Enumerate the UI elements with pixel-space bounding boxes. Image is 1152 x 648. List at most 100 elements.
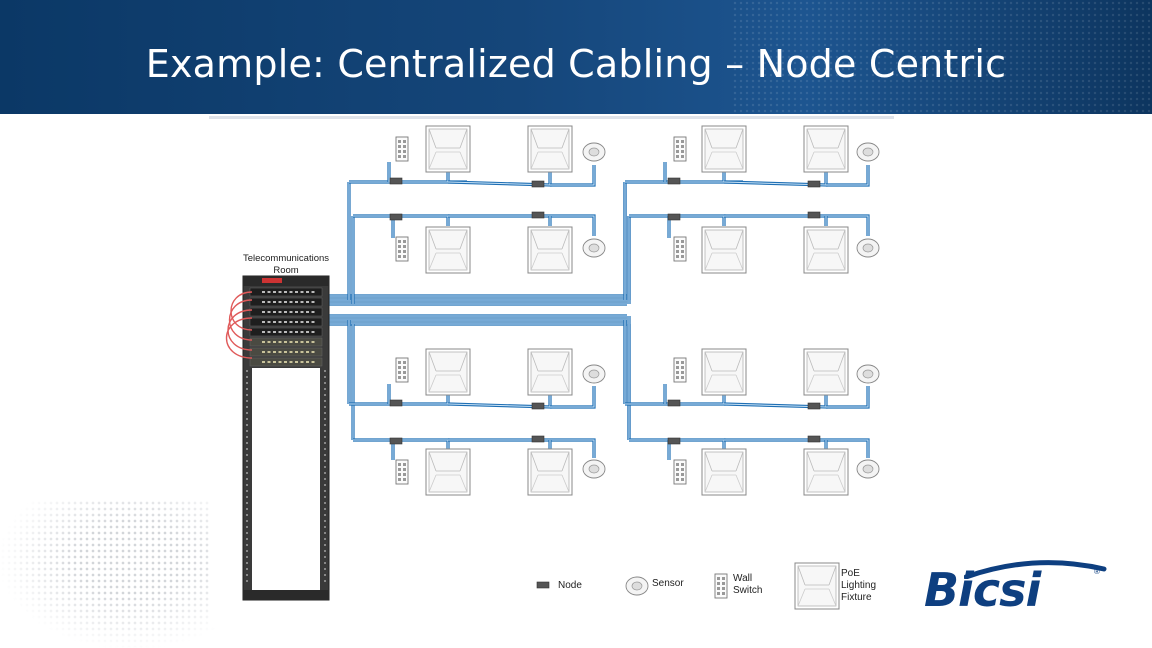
bicsi-logo: Bicsi ® (924, 560, 1107, 615)
switch-key (398, 250, 401, 253)
poe-lighting-fixture-icon (701, 448, 747, 496)
rack-port (311, 341, 315, 343)
rack-rail-hole (246, 520, 248, 522)
rack-rail-hole (246, 526, 248, 528)
switch-key (403, 155, 406, 158)
rack-top-cap (243, 276, 329, 286)
poe-lighting-fixture-icon (425, 125, 471, 173)
switch-key (403, 245, 406, 248)
switch-key (717, 582, 720, 585)
switch-key (681, 478, 684, 481)
poe-lighting-fixture-icon (803, 125, 849, 173)
rack-rail-hole (246, 568, 248, 570)
switch-key (398, 255, 401, 258)
rack-port (262, 291, 265, 293)
cable-inner (448, 215, 595, 236)
switch-key (403, 478, 406, 481)
wall-switch-icon (395, 357, 409, 383)
fixture-bevel (428, 229, 437, 250)
switch-key (722, 592, 725, 595)
switch-key (681, 463, 684, 466)
fixture-bevel (837, 229, 846, 250)
switch-key (403, 468, 406, 471)
rack-rail-hole (324, 562, 326, 564)
rack-port (300, 321, 304, 323)
sensor-icon (856, 238, 880, 258)
sensor-lens (631, 581, 643, 591)
sensor-lens (588, 147, 600, 157)
wall-switch-icon (673, 459, 687, 485)
fixture-bevel (704, 252, 713, 271)
switch-key (717, 587, 720, 590)
switch-key (717, 577, 720, 580)
rack-rail-hole (246, 448, 248, 450)
rack-rail-hole (324, 556, 326, 558)
switch-key (676, 145, 679, 148)
fixture-lens (704, 229, 744, 271)
switch-plate (395, 459, 409, 485)
rack-port (311, 321, 315, 323)
rack-port (284, 361, 287, 363)
switch-key (398, 361, 401, 364)
fixture-bevel (459, 229, 468, 250)
rack-rail-hole (324, 526, 326, 528)
cable-inner (349, 171, 467, 183)
fixture-bevel (806, 229, 815, 250)
rack-port (295, 331, 298, 333)
rack-rail-hole (246, 580, 248, 582)
switch-plate (673, 459, 687, 485)
rack-port (300, 311, 304, 313)
switch-key (403, 145, 406, 148)
rack-rail-hole (324, 460, 326, 462)
fixture-bevel (428, 451, 437, 472)
switch-key (676, 155, 679, 158)
fixture-bevel (428, 151, 437, 170)
node-icon (389, 437, 403, 445)
rack-port (289, 351, 293, 353)
switch-key (676, 468, 679, 471)
node-icon (531, 180, 545, 188)
rack-rail-hole (324, 394, 326, 396)
switch-key (403, 376, 406, 379)
rack-rail-hole (246, 550, 248, 552)
node-icon (389, 399, 403, 407)
rack-port (262, 361, 265, 363)
node-icon (389, 177, 403, 185)
rack-rail-hole (246, 424, 248, 426)
rack-rail-hole (246, 544, 248, 546)
wall-switch-icon (395, 136, 409, 162)
dotted-world-map (0, 500, 220, 648)
legend-fixture-line3: Fixture (841, 592, 872, 603)
switch-key (398, 150, 401, 153)
rack-title-line2: Room (273, 265, 299, 276)
rack-rail-hole (246, 454, 248, 456)
rack-rail-hole (324, 550, 326, 552)
node-icon (531, 402, 545, 410)
fixture-lens (806, 229, 846, 271)
rack-port (262, 311, 265, 313)
sensor-icon (582, 238, 606, 258)
switch-key (681, 245, 684, 248)
rack-rail-hole (324, 430, 326, 432)
fixture-bevel (459, 451, 468, 472)
world-map-pattern (732, 0, 1152, 114)
rack-port (300, 291, 304, 293)
rack-port (289, 311, 293, 313)
rack-rail-hole (324, 400, 326, 402)
switch-key (403, 140, 406, 143)
branch-cable (349, 171, 467, 184)
rack-port (295, 361, 298, 363)
fixture-bevel (837, 451, 846, 472)
cable-outer (625, 171, 743, 184)
rack-port (311, 291, 315, 293)
fixture-bevel (704, 128, 713, 149)
rack-port (306, 331, 309, 333)
fixture-bevel (459, 374, 468, 393)
rack-port (273, 321, 276, 323)
switch-key (681, 376, 684, 379)
fixture-bevel (735, 229, 744, 250)
rack-rail-hole (324, 484, 326, 486)
fixture-bevel (735, 128, 744, 149)
rack-port (289, 361, 293, 363)
